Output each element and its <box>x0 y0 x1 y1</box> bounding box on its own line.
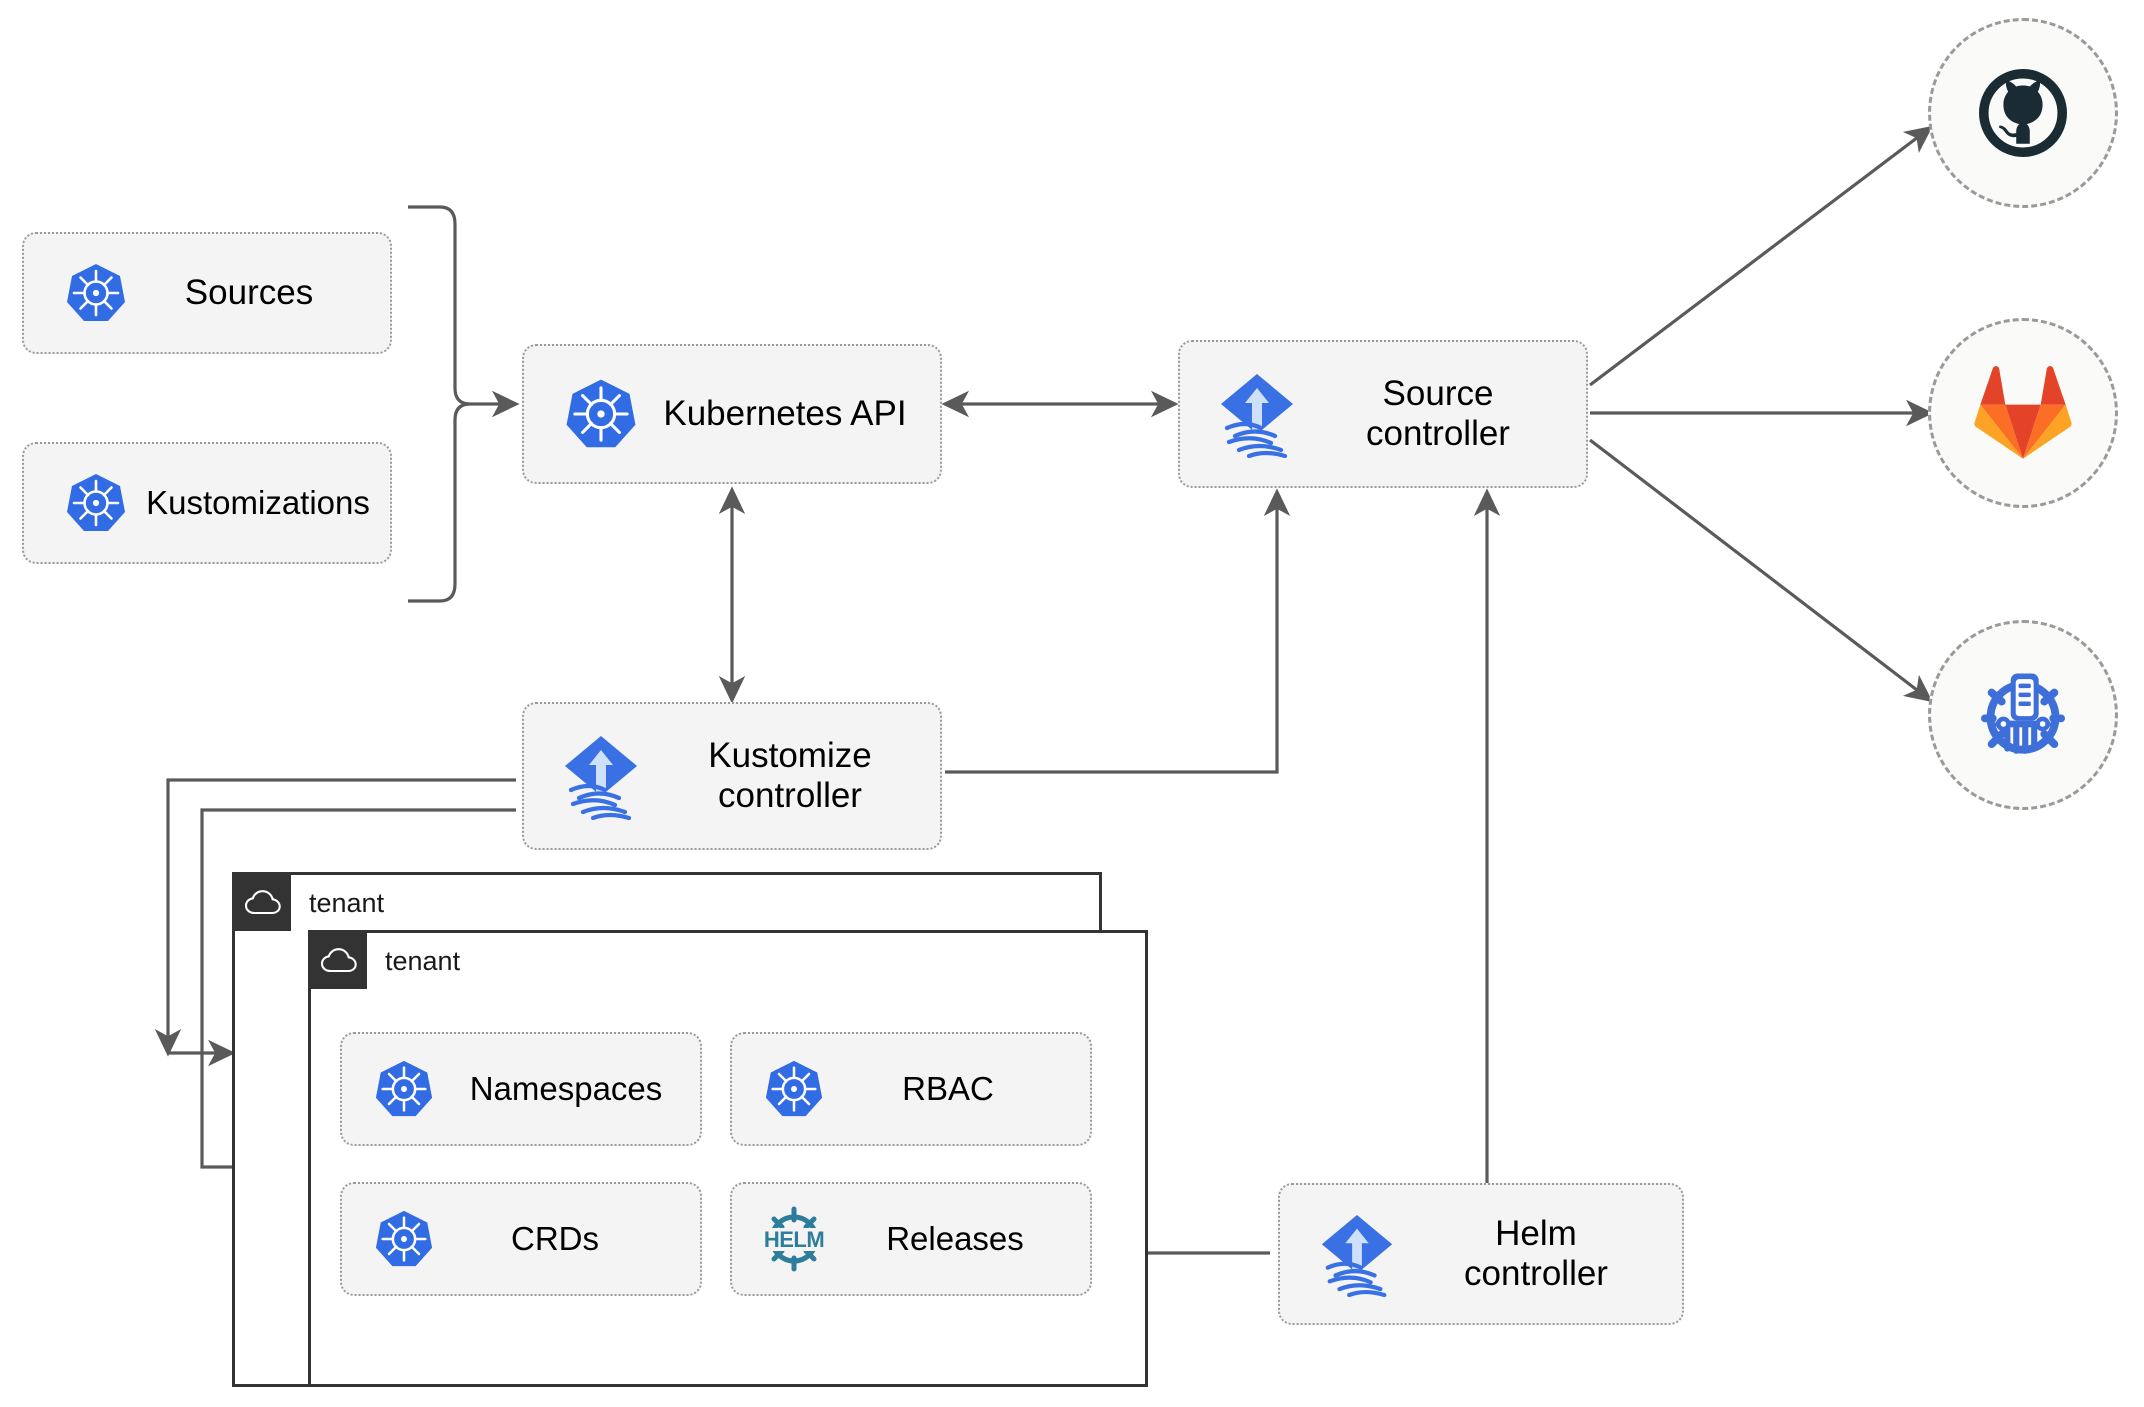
flux-icon <box>542 732 660 820</box>
kubernetes-icon <box>48 261 144 325</box>
node-kustomizations-label: Kustomizations <box>146 484 370 522</box>
tenant-header-back: tenant <box>235 875 384 931</box>
kubernetes-icon <box>360 1208 448 1270</box>
edge-resources-bracket <box>408 205 471 603</box>
node-kubernetes-api-label: Kubernetes API <box>663 393 907 433</box>
edge-source-controller-to-helm-repository <box>1589 438 1933 703</box>
helm-icon: HELM <box>746 1203 842 1275</box>
node-github[interactable] <box>1928 18 2118 208</box>
node-namespaces-label: Namespaces <box>469 1070 663 1108</box>
node-helm-controller-label: Helm controller <box>1416 1214 1682 1295</box>
node-source-controller-line2: controller <box>1366 414 1510 453</box>
node-kustomizations[interactable]: Kustomizations <box>22 442 392 564</box>
tenant-header-front: tenant <box>311 933 460 989</box>
tenant-label-back: tenant <box>309 887 385 918</box>
tenant-container-front[interactable]: tenant <box>308 930 1148 1387</box>
node-gitlab[interactable] <box>1928 318 2118 508</box>
node-kustomize-controller[interactable]: Kustomize controller <box>522 702 942 850</box>
edge-group <box>154 125 1934 1267</box>
svg-text:HELM: HELM <box>764 1227 824 1252</box>
flux-icon <box>1198 370 1316 458</box>
node-rbac-label: RBAC <box>902 1070 994 1108</box>
github-icon <box>1979 69 2067 157</box>
node-source-controller-line1: Source <box>1382 373 1494 413</box>
node-helm-repository[interactable] <box>1928 620 2118 810</box>
kubernetes-icon <box>546 376 656 452</box>
kubernetes-icon <box>48 471 144 535</box>
cloud-icon <box>311 933 367 989</box>
node-crds[interactable]: CRDs <box>340 1182 702 1296</box>
helm-chart-icon <box>1981 673 2065 754</box>
node-helm-controller[interactable]: Helm controller <box>1278 1183 1684 1325</box>
cloud-icon <box>235 875 291 931</box>
edge-kustomize-controller-to-tenant-back <box>154 778 516 1057</box>
node-helm-controller-line2: controller <box>1464 1254 1608 1293</box>
node-rbac[interactable]: RBAC <box>730 1032 1092 1146</box>
node-releases[interactable]: HELM Releases <box>730 1182 1092 1296</box>
node-kustomize-controller-line1: Kustomize <box>708 735 872 775</box>
node-crds-label: CRDs <box>511 1220 599 1258</box>
gitlab-icon <box>1974 366 2072 459</box>
node-releases-label: Releases <box>886 1220 1024 1258</box>
node-kubernetes-api[interactable]: Kubernetes API <box>522 344 942 484</box>
edge-source-controller-to-github <box>1589 125 1933 387</box>
node-source-controller[interactable]: Source controller <box>1178 340 1588 488</box>
flux-icon <box>1298 1211 1416 1297</box>
node-sources-label: Sources <box>184 272 314 312</box>
node-kustomize-controller-line2: controller <box>718 776 862 815</box>
node-helm-controller-line1: Helm <box>1495 1213 1577 1253</box>
tenant-label-front: tenant <box>385 945 461 976</box>
kubernetes-icon <box>750 1058 838 1120</box>
kubernetes-icon <box>360 1058 448 1120</box>
edge-kustomize-controller-to-source-controller <box>945 488 1291 774</box>
node-sources[interactable]: Sources <box>22 232 392 354</box>
node-source-controller-label: Source controller <box>1316 374 1586 455</box>
node-namespaces[interactable]: Namespaces <box>340 1032 702 1146</box>
node-kustomize-controller-label: Kustomize controller <box>660 736 940 817</box>
